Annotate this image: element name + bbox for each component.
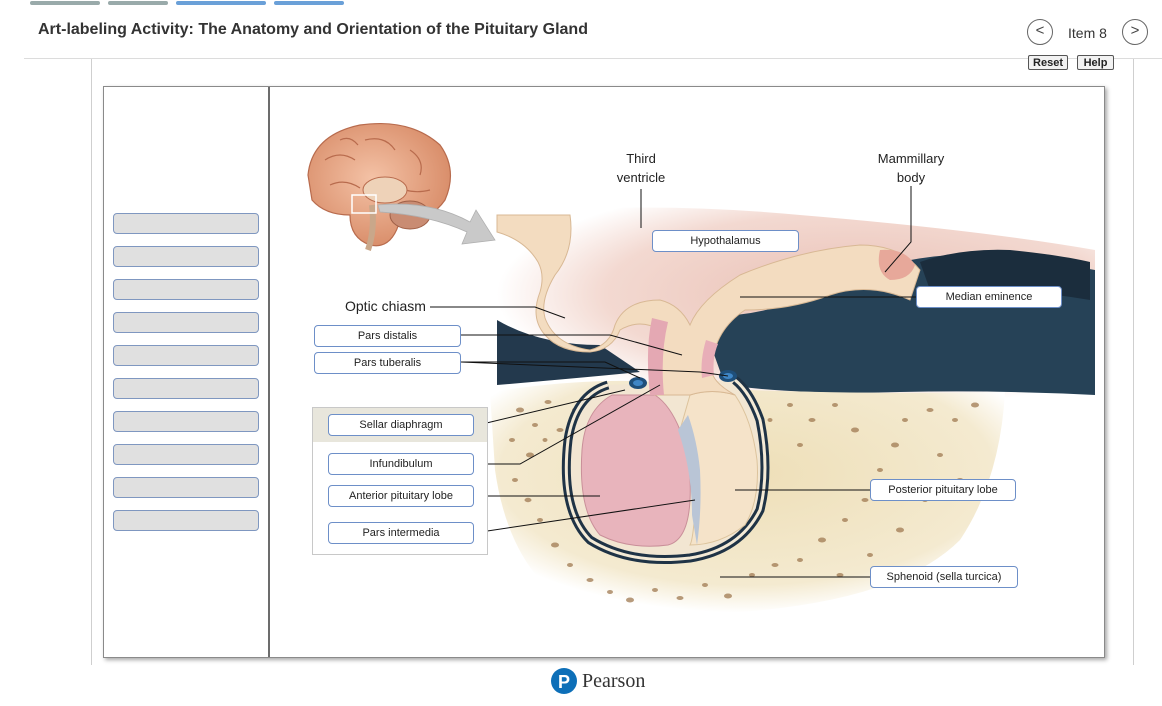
label-pars-distalis[interactable]: Pars distalis xyxy=(314,325,461,347)
label-anterior-pituitary-lobe[interactable]: Anterior pituitary lobe xyxy=(328,485,474,507)
third-ventricle-label: Third ventricle xyxy=(601,149,681,187)
cavity-left xyxy=(497,320,640,385)
label-bank-slot[interactable] xyxy=(113,477,259,498)
page-title: Art-labeling Activity: The Anatomy and O… xyxy=(38,21,588,38)
label-bank-slot[interactable] xyxy=(113,378,259,399)
anterior-lobe xyxy=(580,394,691,547)
label-pars-intermedia[interactable]: Pars intermedia xyxy=(328,522,474,544)
label-hypothalamus[interactable]: Hypothalamus xyxy=(652,230,799,252)
label-bank-slot[interactable] xyxy=(113,411,259,432)
pars-intermedia-strip xyxy=(678,415,701,545)
label-bank-slot[interactable] xyxy=(113,510,259,531)
label-sphenoid[interactable]: Sphenoid (sella turcica) xyxy=(870,566,1018,588)
vessel-inner xyxy=(633,380,643,386)
infundibulum-stripe xyxy=(647,318,668,395)
label-median-eminence[interactable]: Median eminence xyxy=(916,286,1062,308)
pearson-logo-icon: P xyxy=(551,668,577,694)
chevron-left-icon: < xyxy=(1035,22,1045,39)
third-ventricle-line1: Third xyxy=(626,151,656,166)
help-button[interactable]: Help xyxy=(1077,55,1114,70)
label-bank-slot[interactable] xyxy=(113,312,259,333)
sella-rim xyxy=(564,378,767,561)
label-posterior-pituitary-lobe[interactable]: Posterior pituitary lobe xyxy=(870,479,1016,501)
label-bank-slot[interactable] xyxy=(113,444,259,465)
label-sellar-diaphragm[interactable]: Sellar diaphragm xyxy=(328,414,474,436)
content-right-border xyxy=(1133,59,1134,665)
label-infundibulum[interactable]: Infundibulum xyxy=(328,453,474,475)
label-bank-slot[interactable] xyxy=(113,213,259,234)
bone-pores xyxy=(509,396,979,603)
mammillary-bulge xyxy=(878,249,915,280)
pearson-logo-letter: P xyxy=(558,672,570,692)
item-counter: Item 8 xyxy=(1068,25,1107,41)
reset-button[interactable]: Reset xyxy=(1028,55,1068,70)
hypothalamus-stalk xyxy=(496,214,921,396)
mammillary-line2: body xyxy=(896,170,926,185)
zoom-arrow-icon xyxy=(377,203,496,245)
brain-thumbnail xyxy=(307,122,451,251)
header-divider xyxy=(24,58,1162,59)
previous-item-button[interactable]: < xyxy=(1027,19,1053,45)
label-bank-slot[interactable] xyxy=(113,279,259,300)
mammillary-body-label: Mammillary body xyxy=(866,149,956,187)
third-ventricle-line2: ventricle xyxy=(616,170,666,185)
pars-tuberalis-pink xyxy=(701,340,718,378)
leader-lines xyxy=(430,186,916,578)
chevron-right-icon: > xyxy=(1130,22,1140,39)
label-bank-slot[interactable] xyxy=(113,345,259,366)
optic-chiasm-label: Optic chiasm xyxy=(345,298,426,314)
label-bank-slot[interactable] xyxy=(113,246,259,267)
mammillary-line1: Mammillary xyxy=(877,151,945,166)
cropped-breadcrumb xyxy=(30,0,450,5)
label-pars-tuberalis[interactable]: Pars tuberalis xyxy=(314,352,461,374)
bank-divider xyxy=(268,87,270,657)
content-left-border xyxy=(91,59,92,665)
pearson-wordmark: Pearson xyxy=(582,670,646,692)
next-item-button[interactable]: > xyxy=(1122,19,1148,45)
